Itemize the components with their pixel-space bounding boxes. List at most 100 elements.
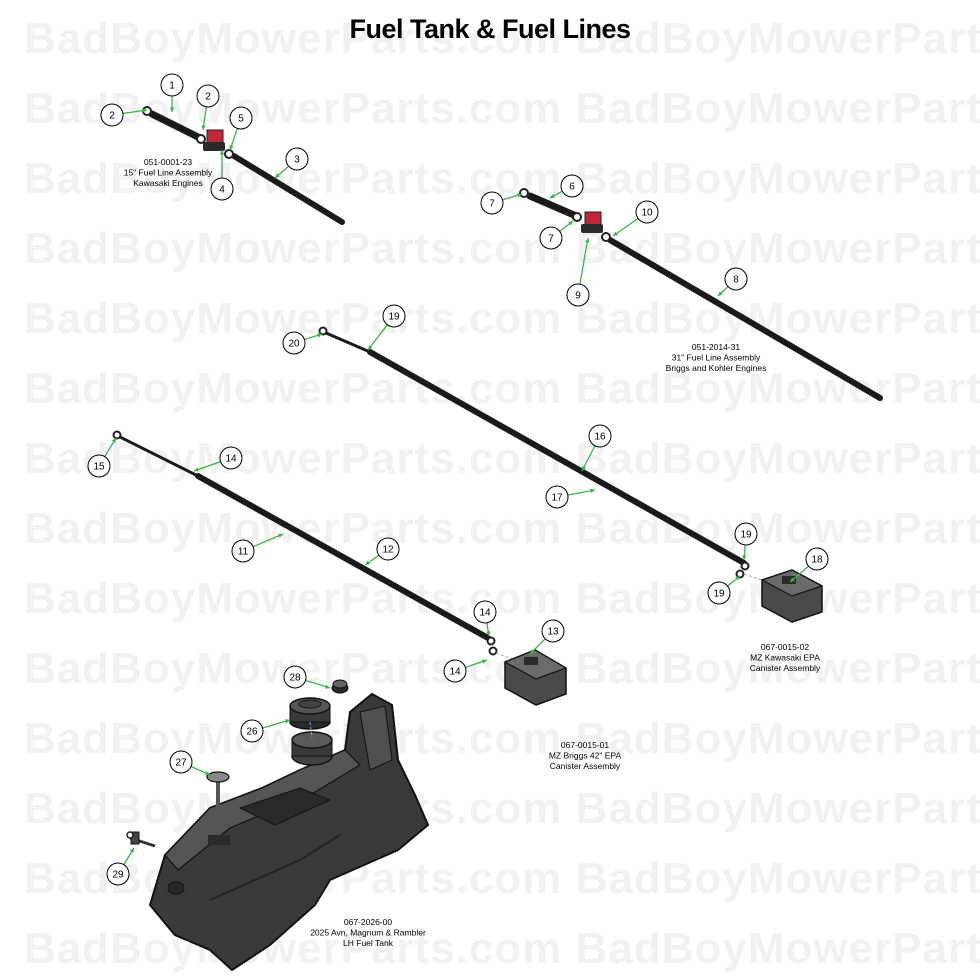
- watermark-row: BadBoyMowerParts.com BadBoyMowerParts.co…: [24, 294, 980, 343]
- leader-arrowhead: [718, 291, 723, 296]
- callout-number: 14: [479, 608, 491, 619]
- callout-number: 18: [811, 555, 823, 566]
- leader-arrowhead: [735, 576, 740, 581]
- callout-number: 9: [575, 291, 581, 302]
- callout-number: 6: [569, 182, 575, 193]
- callout-number: 8: [733, 275, 739, 286]
- leader-arrowhead: [275, 173, 280, 178]
- leader-arrowhead: [201, 125, 206, 130]
- vent-hose-thick: [367, 349, 747, 566]
- hose-clamp: [735, 569, 745, 579]
- watermark-row: BadBoyMowerParts.com BadBoyMowerParts.co…: [24, 644, 980, 693]
- callout-number: 1: [169, 81, 175, 92]
- fuel-line-short-segment: [148, 110, 204, 142]
- callout-number: 4: [219, 185, 225, 196]
- leader-arrowhead: [790, 577, 795, 582]
- callout-29: 29: [106, 847, 135, 886]
- callout-27: 27: [169, 750, 211, 776]
- callout-28: 28: [283, 665, 331, 689]
- callout-bubble: [196, 84, 220, 108]
- callout-number: 5: [238, 114, 244, 125]
- watermark-row: BadBoyMowerParts.com BadBoyMowerParts.co…: [24, 224, 980, 273]
- callout-7: 7: [539, 220, 574, 250]
- briggs-evap-canister: [503, 649, 568, 706]
- callout-20: 20: [282, 331, 323, 355]
- callout-bubble: [100, 103, 124, 127]
- leader-arrowhead: [194, 467, 199, 472]
- callout-number: 7: [489, 199, 495, 210]
- callout-bubble: [805, 547, 829, 571]
- callout-14: 14: [193, 446, 243, 472]
- leader-arrowhead: [285, 719, 290, 724]
- callout-bubble: [282, 331, 306, 355]
- kawasaki-evap-canister: [760, 569, 824, 623]
- watermark-row: BadBoyMowerParts.com BadBoyMowerParts.co…: [24, 784, 980, 833]
- assembly-caption-line: Kawasaki Engines: [133, 178, 202, 188]
- callout-13: 13: [529, 619, 565, 655]
- callout-16: 16: [581, 424, 612, 472]
- assembly-caption-line: Briggs and Kohler Engines: [666, 363, 767, 373]
- leader-arrowhead: [368, 345, 373, 350]
- fuel-shutoff-valve: [581, 211, 603, 233]
- callout-number: 26: [246, 727, 258, 738]
- kawasaki-vent-line: [318, 326, 769, 583]
- assembly-caption-line: Canister Assembly: [750, 663, 821, 673]
- fuel-shutoff-valve: [203, 129, 225, 151]
- callout-number: 2: [205, 92, 211, 103]
- leader-arrowhead: [129, 848, 134, 853]
- leader-arrowhead: [325, 684, 330, 689]
- callout-bubble: [443, 659, 467, 683]
- callout-bubble: [707, 581, 731, 605]
- callout-bubble: [382, 304, 406, 328]
- callout-2: 2: [196, 84, 220, 131]
- leader-arrowhead: [613, 231, 618, 236]
- callout-bubble: [210, 177, 234, 201]
- callout-bubble: [283, 665, 307, 689]
- callout-number: 28: [289, 673, 301, 684]
- watermark-row: BadBoyMowerParts.com BadBoyMowerParts.co…: [24, 434, 980, 483]
- assembly-caption-line: 051-0001-23: [144, 157, 192, 167]
- callout-bubble: [560, 174, 584, 198]
- leader-arrowhead: [365, 560, 370, 565]
- callout-6: 6: [549, 174, 584, 199]
- callout-12: 12: [364, 537, 400, 566]
- leader-arrowhead: [742, 555, 747, 560]
- callout-1: 1: [160, 73, 184, 112]
- fuel-cap: [289, 697, 331, 739]
- callout-bubble: [734, 522, 758, 546]
- leader-arrowhead: [205, 771, 210, 776]
- callout-4: 4: [210, 150, 234, 201]
- callout-number: 14: [449, 667, 461, 678]
- callout-bubble: [541, 619, 565, 643]
- callout-number: 17: [551, 493, 563, 504]
- callout-number: 27: [175, 758, 187, 769]
- callout-17: 17: [545, 485, 596, 509]
- callout-14: 14: [473, 600, 497, 637]
- assembly-caption-line: 051-2014-31: [692, 342, 740, 352]
- callout-number: 3: [294, 155, 300, 166]
- callout-number: 29: [112, 870, 124, 881]
- callout-bubble: [539, 226, 563, 250]
- leader-arrowhead: [111, 438, 116, 443]
- callout-number: 10: [641, 208, 653, 219]
- assembly-caption-line: 067-2026-00: [344, 917, 392, 927]
- callout-5: 5: [229, 106, 253, 151]
- page-title: Fuel Tank & Fuel Lines: [349, 14, 631, 44]
- hose-clamp: [488, 646, 498, 656]
- callout-number: 15: [93, 462, 105, 473]
- watermark-row: BadBoyMowerParts.com BadBoyMowerParts.co…: [24, 364, 980, 413]
- hose-clamp: [572, 212, 582, 222]
- briggs-vent-line: [112, 430, 516, 661]
- leader-arrowhead: [142, 108, 147, 113]
- callout-number: 7: [548, 234, 554, 245]
- leader-arrowhead: [317, 333, 322, 338]
- vent-hose-thin: [118, 435, 200, 478]
- leader-arrowhead: [219, 150, 225, 155]
- callout-8: 8: [717, 267, 748, 297]
- callout-bubble: [724, 267, 748, 291]
